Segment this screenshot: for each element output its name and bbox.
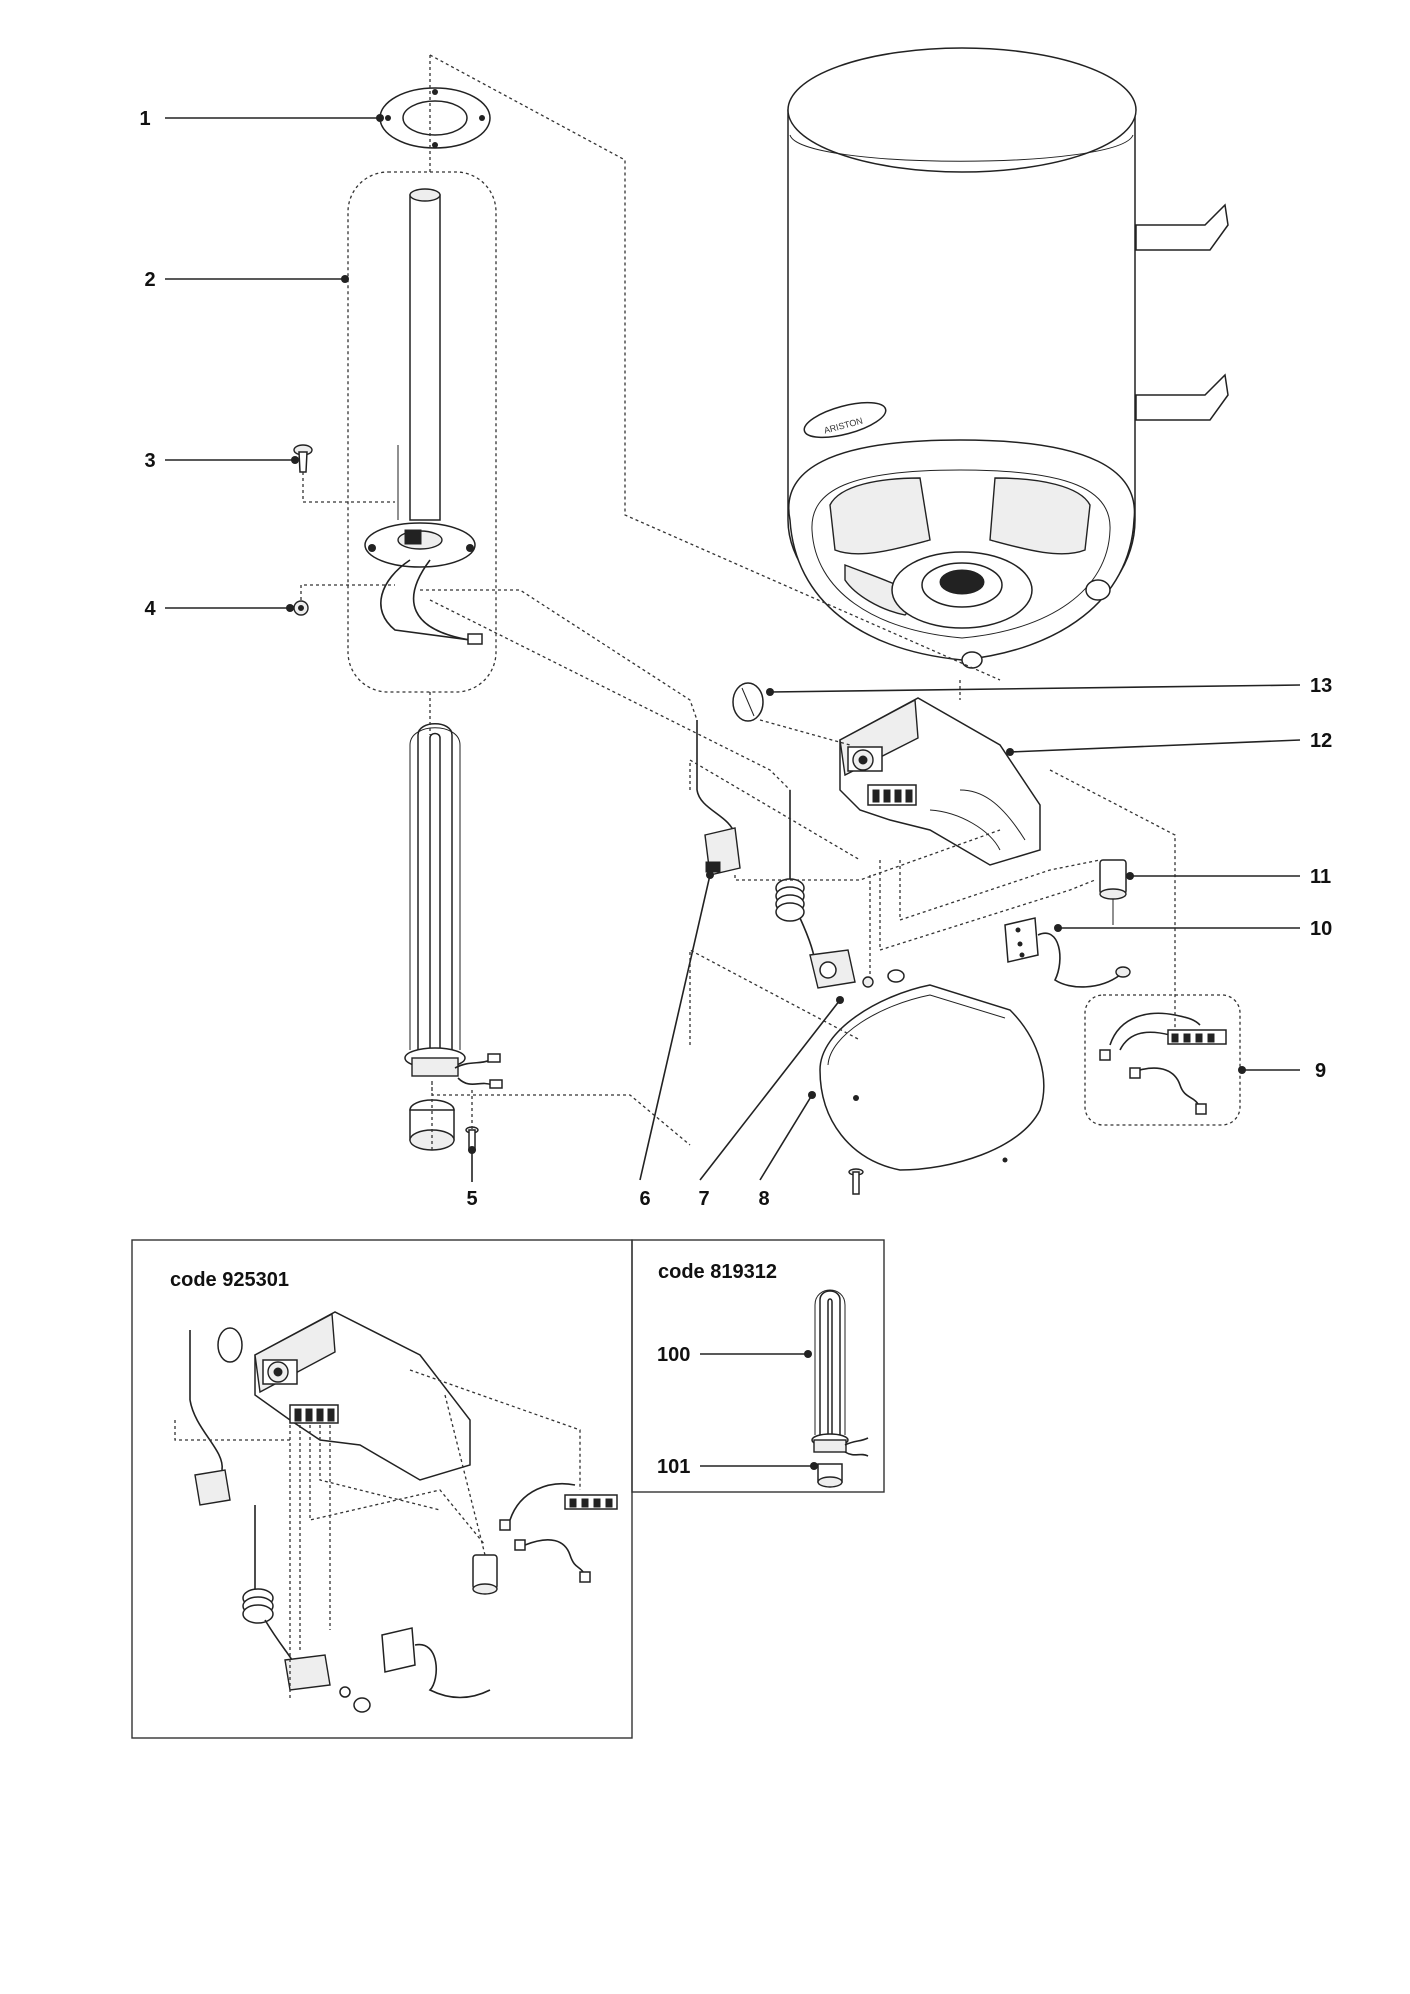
callout-13: 13	[1310, 675, 1332, 697]
callout-12: 12	[1310, 730, 1332, 752]
small-nuts	[862, 969, 905, 988]
callout-100: 100	[657, 1344, 690, 1366]
leader-lines	[165, 114, 1301, 1182]
electrical-support	[839, 697, 1041, 866]
assembly-lines	[300, 54, 1176, 1150]
heating-element	[404, 723, 503, 1151]
wiring-harness	[1099, 1012, 1227, 1115]
indicator-lamp	[1099, 859, 1127, 925]
callout-2: 2	[144, 269, 155, 291]
callout-9: 9	[1315, 1060, 1326, 1082]
callout-101: 101	[657, 1456, 690, 1478]
inset-right-title: code 819312	[658, 1261, 777, 1283]
callout-5: 5	[466, 1188, 477, 1210]
thermostat-sensor	[696, 720, 741, 876]
callout-3: 3	[144, 450, 155, 472]
inset-kit-925301: code 925301	[131, 1239, 633, 1739]
callout-4: 4	[144, 598, 156, 620]
screw	[293, 444, 313, 473]
heating-element-group-outline	[347, 171, 497, 693]
thermostat-knob	[732, 682, 764, 722]
callout-10: 10	[1310, 918, 1332, 940]
callout-6: 6	[639, 1188, 650, 1210]
nut	[293, 600, 309, 616]
element-flange	[364, 522, 483, 645]
inset-kit-819312: code 819312	[631, 1239, 885, 1493]
anode-tube	[397, 188, 441, 521]
callout-7: 7	[698, 1188, 709, 1210]
callout-1: 1	[139, 108, 150, 130]
safety-switch	[1004, 917, 1131, 988]
water-heater-tank: ARISTON	[787, 47, 1229, 669]
bottom-cover	[819, 984, 1045, 1195]
flange-gasket	[379, 87, 491, 149]
wiring-group-outline	[1084, 994, 1241, 1126]
callout-11: 11	[1310, 866, 1331, 888]
thermostat-coil	[775, 790, 856, 989]
inset-left-title: code 925301	[170, 1269, 289, 1291]
callout-8: 8	[758, 1188, 769, 1210]
